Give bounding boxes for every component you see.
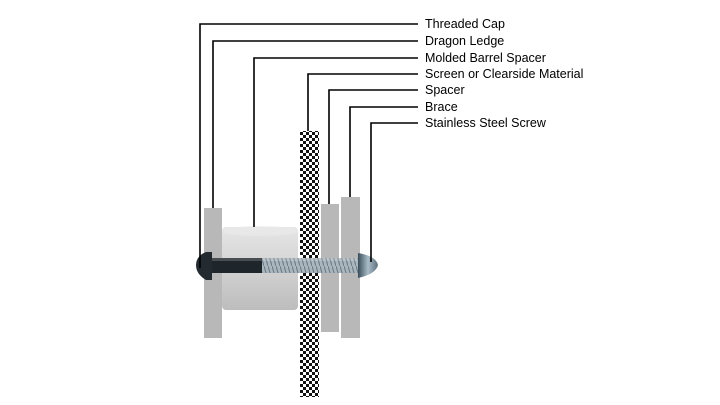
leader-screen — [307, 73, 418, 131]
label-dragon-ledge: Dragon Ledge — [425, 34, 505, 48]
label-brace: Brace — [425, 100, 458, 114]
label-screen-material: Screen or Clearside Material — [425, 67, 584, 81]
threaded-cap — [196, 252, 212, 280]
label-threaded-cap: Threaded Cap — [425, 17, 505, 31]
leader-barrel-spacer — [253, 57, 418, 227]
label-spacer: Spacer — [425, 83, 465, 97]
leader-lines — [199, 23, 418, 268]
leader-spacer — [328, 89, 418, 204]
leader-screw — [370, 122, 418, 262]
leader-brace — [349, 106, 418, 197]
leader-threaded-cap — [199, 23, 418, 268]
stainless-steel-screw — [200, 253, 378, 278]
leader-dragon-ledge — [212, 40, 418, 208]
label-molded-barrel-spacer: Molded Barrel Spacer — [425, 51, 546, 65]
label-stainless-steel-screw: Stainless Steel Screw — [425, 116, 546, 130]
